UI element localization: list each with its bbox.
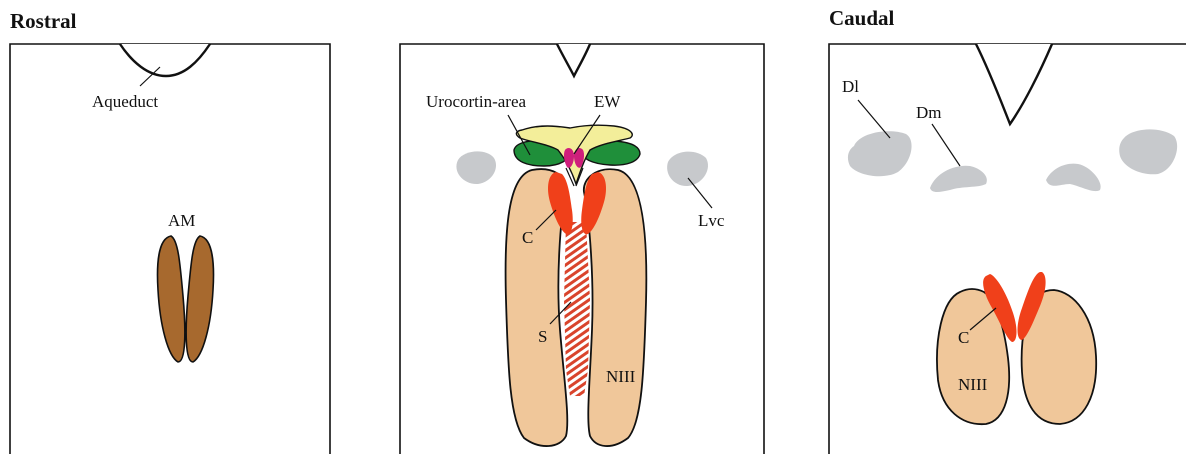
niii-label-middle: NIII [606,367,636,386]
am-right-nucleus [186,236,213,362]
dm-label: Dm [916,103,942,122]
dm-left-nucleus [930,166,987,192]
panel-caudal: Dl Dm C NIII [829,44,1186,454]
dl-leader-line [858,100,890,138]
lvc-label: Lvc [698,211,725,230]
dm-right-nucleus [1046,164,1101,191]
ew-label: EW [594,92,621,111]
dl-label: Dl [842,77,859,96]
am-label: AM [168,211,195,230]
dm-leader-line [932,124,960,166]
panel-rostral: Aqueduct AM [10,44,330,454]
lvc-leader-line [688,178,712,208]
lvc-left-nucleus [456,151,496,184]
aqueduct-label: Aqueduct [92,92,158,111]
aqueduct-shape-middle [557,44,590,76]
c-label-caudal: C [958,328,969,347]
s-hatched-region [564,222,590,396]
dl-right-nucleus [1119,129,1177,174]
dl-left-nucleus [848,131,912,176]
panel-middle: Urocortin-area EW Lvc C S NIII [400,44,764,454]
aqueduct-shape-caudal [976,44,1052,124]
lvc-right-nucleus [667,152,708,186]
s-label: S [538,327,547,346]
urocortin-area-label: Urocortin-area [426,92,527,111]
niii-label-caudal: NIII [958,375,988,394]
am-left-nucleus [158,236,185,362]
aqueduct-shape [120,44,210,76]
c-label-middle: C [522,228,533,247]
